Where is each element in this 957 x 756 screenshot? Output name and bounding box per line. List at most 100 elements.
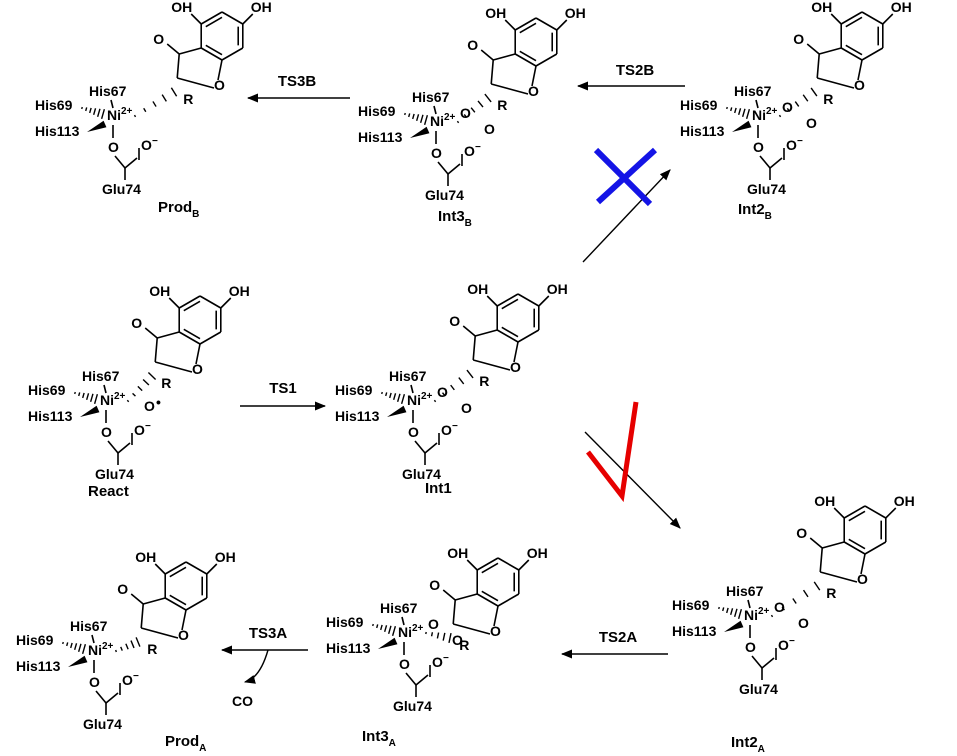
negative-charge: − — [475, 142, 481, 153]
r-group: R — [161, 375, 171, 391]
his69-hash-bond — [89, 107, 92, 114]
ni-ligand-hash-bond — [433, 399, 437, 403]
ni-ligand-hash-bond — [130, 640, 135, 649]
ring-bond — [476, 557, 499, 571]
radical-dot: • — [156, 394, 161, 410]
ring-bond — [475, 329, 498, 337]
ni-ligand-hash-bond — [456, 120, 460, 124]
carboxyl-bond — [105, 692, 119, 704]
label-proda: ProdA — [165, 733, 206, 754]
his67-label: His67 — [380, 600, 418, 616]
oh-bond — [538, 295, 550, 307]
peroxo-oxygen: O — [437, 384, 448, 400]
his69-hash-bond — [85, 393, 90, 401]
ni-ligand-hash-bond — [792, 598, 797, 604]
ring-bond — [493, 605, 499, 627]
ring-bond — [517, 293, 540, 307]
ring-bond — [864, 541, 887, 555]
oh-bond — [206, 563, 218, 575]
ni-ligand-hash-bond — [781, 606, 785, 611]
ring-bond — [199, 331, 222, 345]
his67-bond — [110, 99, 114, 109]
ts3b-arrow-label: TS3B — [278, 73, 317, 90]
nickel-center: Ni2+ — [752, 106, 778, 123]
co-release-arrow — [243, 649, 269, 684]
ni-ligand-hash-bond — [133, 114, 137, 118]
carbonyl-bond — [144, 327, 158, 339]
glu-oxygen: O — [431, 145, 442, 161]
ring-bond — [840, 11, 863, 25]
his69-hash-bond — [387, 625, 392, 635]
ni-ligand-hash-bond — [794, 101, 800, 107]
ring-bond — [164, 597, 187, 611]
nickel-center: Ni2+ — [100, 391, 126, 408]
his67-bond — [103, 384, 107, 394]
peroxo-oxygen: O — [452, 632, 463, 648]
ring-bond — [185, 597, 208, 611]
peroxo-oxygen: O — [774, 599, 785, 615]
nickel-center: Ni2+ — [88, 641, 114, 658]
ring-bond — [200, 11, 223, 25]
hydroxyl-group: OH — [894, 493, 915, 509]
his113-label: His113 — [35, 123, 80, 139]
his69-hash-bond — [89, 393, 94, 403]
his69-hash-bond — [73, 643, 78, 651]
glu-oxygen: O — [408, 424, 419, 440]
his69-hash-bond — [741, 108, 746, 118]
ts3a-arrow-label: TS3A — [249, 625, 288, 642]
ni-ligand-hash-bond — [463, 114, 468, 118]
glu74-label: Glu74 — [425, 187, 464, 203]
carbonyl-oxygen: O — [796, 525, 807, 541]
ring-bond — [178, 295, 201, 309]
ni-ligand-hash-bond — [470, 107, 476, 113]
ni-ligand-hash-bond — [448, 632, 452, 644]
oh-bond — [220, 297, 232, 309]
glu74-label: Glu74 — [83, 716, 122, 732]
aromatic-bond — [481, 562, 499, 574]
carboxyl-bond — [447, 163, 461, 175]
ni-ligand-hash-bond — [132, 392, 136, 397]
his69-hash-bond — [81, 106, 83, 110]
ni-ligand-hash-bond — [161, 94, 167, 102]
ring-bond — [860, 553, 866, 575]
ring-bond — [155, 361, 193, 373]
his113-wedge-bond — [410, 126, 430, 138]
glu74-label: Glu74 — [393, 698, 432, 714]
glu-oxygen: O — [399, 656, 410, 672]
ring-bond — [200, 47, 223, 61]
peroxo-oxygen: O — [461, 400, 472, 416]
his67-bond — [747, 599, 751, 609]
his69-hash-bond — [412, 113, 415, 120]
ring-bond — [217, 59, 223, 81]
label-int3b: Int3B — [438, 208, 472, 229]
aromatic-bond — [169, 566, 187, 578]
his67-bond — [91, 634, 95, 644]
ts1-arrow-label: TS1 — [269, 380, 297, 397]
ni-ligand-hash-bond — [170, 87, 178, 97]
hydroxyl-group: OH — [547, 281, 568, 297]
r-group: R — [497, 97, 507, 113]
carbonyl-oxygen: O — [117, 581, 128, 597]
nickel-center: Ni2+ — [107, 106, 133, 123]
his113-label: His113 — [28, 408, 73, 424]
oh-bond — [486, 295, 498, 307]
his69-hash-bond — [85, 107, 88, 112]
ring-bond — [199, 295, 222, 309]
ni-ligand-hash-bond — [125, 643, 129, 650]
glu-oxygen: O — [101, 424, 112, 440]
ring-bond — [221, 47, 244, 61]
carboxyl-bond — [107, 440, 119, 454]
his69-hash-bond — [392, 393, 397, 401]
ring-bond — [141, 627, 179, 639]
glu74-label: Glu74 — [95, 466, 134, 482]
ni-ligand-hash-bond — [477, 100, 484, 108]
oh-bond — [882, 13, 894, 25]
negative-charge: − — [452, 421, 458, 432]
his69-hash-bond — [408, 113, 411, 118]
oh-bond — [518, 559, 530, 571]
his69-hash-bond — [96, 108, 101, 118]
his67-label: His67 — [70, 618, 108, 634]
his69-hash-bond — [729, 608, 734, 616]
ring-bond — [164, 561, 187, 575]
